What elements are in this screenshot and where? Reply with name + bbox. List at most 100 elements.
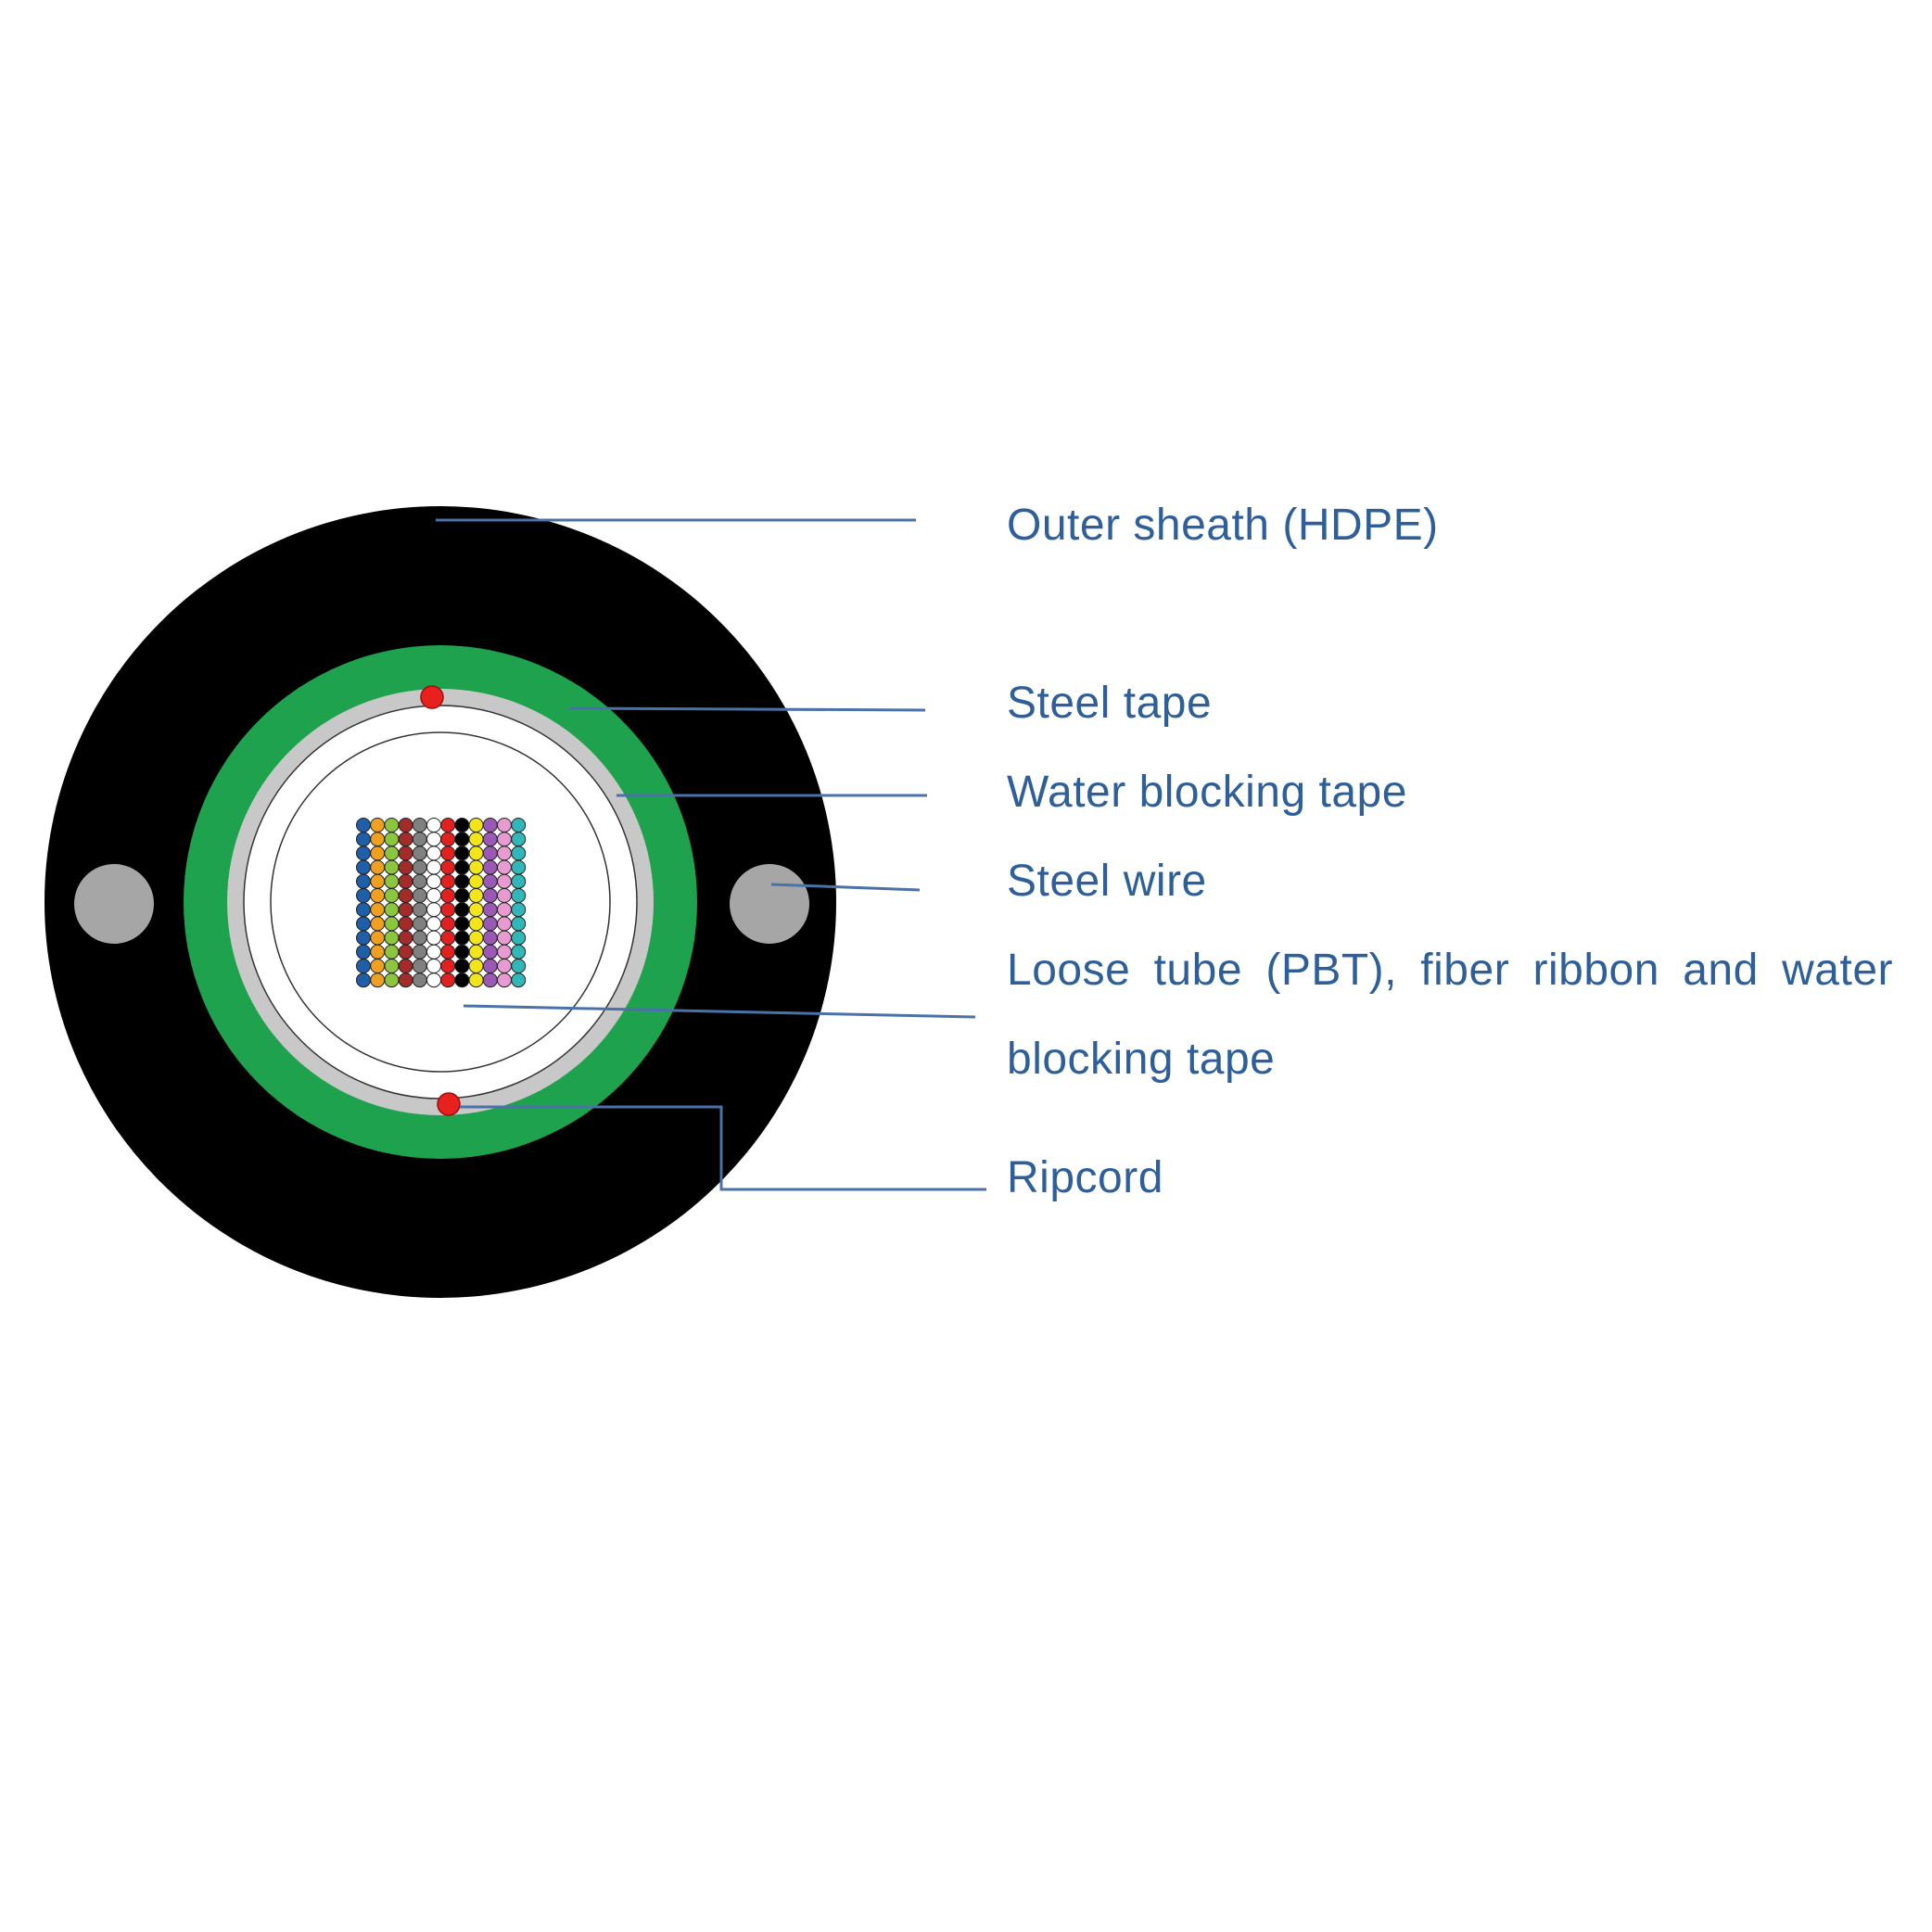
fiber — [511, 944, 527, 960]
fiber — [482, 832, 498, 847]
fiber — [426, 902, 441, 918]
fiber — [497, 916, 512, 932]
fiber — [497, 972, 512, 988]
fiber — [412, 902, 427, 918]
label-loose-tube: Loose tube (PBT), fiber ribbon and water… — [1007, 946, 1893, 1084]
fiber — [511, 930, 527, 946]
fiber — [356, 845, 371, 861]
ripcord-top — [420, 685, 444, 709]
fiber — [440, 873, 456, 889]
fiber — [511, 832, 527, 847]
fiber — [384, 845, 400, 861]
fiber — [426, 832, 441, 847]
label-outer-sheath: Outer sheath (HDPE) — [1007, 501, 1439, 550]
fiber — [370, 916, 386, 932]
fiber — [482, 818, 498, 833]
fiber — [482, 930, 498, 946]
fiber — [398, 832, 413, 847]
fiber — [426, 972, 441, 988]
fiber — [426, 916, 441, 932]
fiber — [412, 859, 427, 875]
fiber — [468, 832, 484, 847]
fiber — [384, 832, 400, 847]
fiber — [356, 959, 371, 973]
fiber — [482, 888, 498, 903]
fiber — [384, 859, 400, 875]
fiber — [384, 873, 400, 889]
fiber-ribbon-stack — [356, 818, 527, 988]
fiber — [468, 902, 484, 918]
fiber — [440, 859, 456, 875]
fiber — [468, 845, 484, 861]
fiber — [440, 916, 456, 932]
fiber — [356, 902, 371, 918]
fiber — [497, 902, 512, 918]
fiber — [482, 873, 498, 889]
fiber — [440, 845, 456, 861]
leader-line-loose-tube — [463, 1004, 976, 1019]
fiber — [398, 972, 413, 988]
fiber — [454, 944, 470, 960]
fiber — [398, 845, 413, 861]
leader-line-steel-wire — [770, 883, 921, 892]
fiber — [454, 859, 470, 875]
fiber — [497, 873, 512, 889]
fiber — [426, 944, 441, 960]
fiber — [511, 873, 527, 889]
fiber — [511, 859, 527, 875]
fiber — [511, 916, 527, 932]
loose-tube — [243, 705, 638, 1099]
fiber — [384, 959, 400, 973]
fiber — [440, 972, 456, 988]
fiber — [440, 818, 456, 833]
fiber — [356, 972, 371, 988]
fiber — [412, 916, 427, 932]
fiber — [398, 959, 413, 973]
fiber — [426, 818, 441, 833]
fiber — [356, 930, 371, 946]
fiber — [482, 972, 498, 988]
fiber — [511, 959, 527, 973]
fiber — [384, 944, 400, 960]
fiber — [482, 959, 498, 973]
fiber — [468, 944, 484, 960]
fiber — [468, 916, 484, 932]
fiber — [370, 944, 386, 960]
fiber — [454, 930, 470, 946]
fiber — [468, 959, 484, 973]
label-steel-wire: Steel wire — [1007, 857, 1207, 906]
ripcord-bottom — [437, 1092, 461, 1116]
fiber — [497, 859, 512, 875]
fiber — [454, 959, 470, 973]
leader-line-ripcord — [460, 1105, 986, 1191]
fiber — [511, 902, 527, 918]
fiber — [412, 845, 427, 861]
fiber — [426, 845, 441, 861]
fiber — [398, 873, 413, 889]
label-ripcord: Ripcord — [1007, 1153, 1163, 1202]
fiber — [426, 930, 441, 946]
fiber — [454, 818, 470, 833]
fiber — [454, 888, 470, 903]
fiber — [412, 818, 427, 833]
fiber — [440, 902, 456, 918]
fiber — [356, 859, 371, 875]
fiber — [482, 944, 498, 960]
fiber — [370, 930, 386, 946]
fiber — [398, 916, 413, 932]
fiber — [468, 818, 484, 833]
fiber — [497, 888, 512, 903]
fiber — [398, 944, 413, 960]
fiber — [412, 959, 427, 973]
fiber — [482, 902, 498, 918]
fiber — [426, 873, 441, 889]
fiber — [511, 888, 527, 903]
fiber — [384, 930, 400, 946]
fiber — [412, 972, 427, 988]
fiber — [384, 916, 400, 932]
fiber — [497, 818, 512, 833]
fiber — [454, 916, 470, 932]
fiber — [370, 818, 386, 833]
fiber — [468, 873, 484, 889]
